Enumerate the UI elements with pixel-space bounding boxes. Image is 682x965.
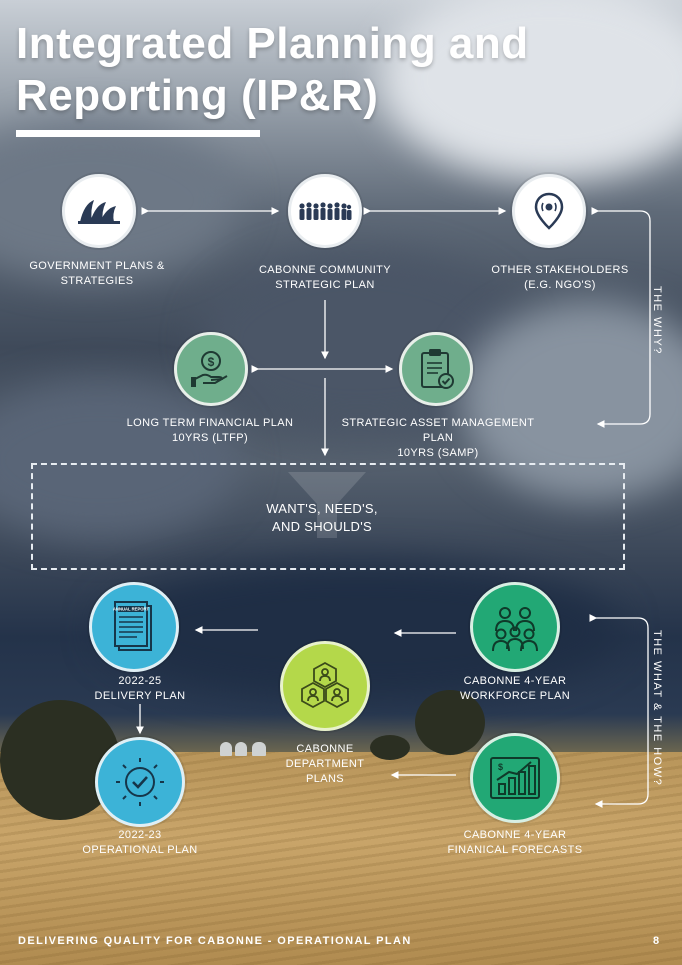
label-line: PLAN — [422, 432, 454, 444]
label-line: PLANS — [305, 773, 345, 785]
operational-plan-label: 2022-23 OPERATIONAL PLAN — [75, 828, 205, 858]
silo — [220, 742, 232, 756]
funnel-box — [31, 463, 625, 570]
delivery-plan-circle: ANNUAL REPORT — [89, 582, 179, 672]
department-plans-label: CABONNE DEPARTMENT PLANS — [265, 742, 385, 787]
workforce-plan-circle — [470, 582, 560, 672]
report-icon-text: ANNUAL REPORT — [113, 607, 150, 612]
svg-text:$: $ — [208, 355, 215, 369]
label-line: GOVERNMENT PLANS & — [29, 260, 165, 272]
label-line: OTHER STAKEHOLDERS — [491, 264, 629, 276]
ltfp-circle: $ — [174, 332, 248, 406]
stakeholders-circle — [512, 174, 586, 248]
label-line: STRATEGIES — [60, 275, 134, 287]
money-hand-icon: $ — [191, 351, 228, 387]
label-line: FINANICAL FORECASTS — [447, 844, 583, 856]
label-line: 10YRS (LTFP) — [171, 432, 249, 444]
label-line: OPERATIONAL PLAN — [82, 844, 198, 856]
tree-right — [415, 690, 485, 755]
community-crowd-icon — [299, 202, 352, 220]
funnel-text: WANT'S, NEED'S, AND SHOULD'S — [232, 500, 412, 536]
department-plans-circle — [280, 641, 370, 731]
label-line: WORKFORCE PLAN — [459, 690, 571, 702]
gear-check-icon — [116, 758, 164, 806]
silo — [252, 742, 266, 756]
clipboard-check-icon — [421, 349, 454, 389]
label-line: STRATEGIC PLAN — [275, 279, 375, 291]
label-line: 2022-23 — [118, 829, 162, 841]
location-pin-icon — [534, 192, 564, 230]
silo — [235, 742, 247, 756]
workforce-team-icon — [492, 607, 538, 652]
footer-text: DELIVERING QUALITY FOR CABONNE - OPERATI… — [18, 935, 412, 947]
workforce-plan-label: CABONNE 4-YEAR WORKFORCE PLAN — [450, 674, 580, 704]
what-how-side-label: THE WHAT & THE HOW? — [651, 630, 663, 787]
tree-small — [370, 735, 410, 760]
label-line: CABONNE 4-YEAR — [463, 829, 567, 841]
delivery-plan-label: 2022-25 DELIVERY PLAN — [80, 674, 200, 704]
label-line: CABONNE 4-YEAR — [463, 675, 567, 687]
growth-chart-icon: $ — [490, 757, 540, 799]
annual-report-icon: ANNUAL REPORT — [113, 601, 152, 651]
page-number: 8 — [653, 935, 660, 947]
label-line: CABONNE — [296, 743, 354, 755]
svg-text:$: $ — [498, 762, 503, 772]
label-line: 10YRS (SAMP) — [397, 447, 479, 459]
why-side-label: THE WHY? — [651, 286, 663, 355]
ltfp-label: LONG TERM FINANCIAL PLAN 10YRS (LTFP) — [120, 416, 300, 446]
department-people-icon — [301, 661, 349, 709]
samp-label: STRATEGIC ASSET MANAGEMENT PLAN 10YRS (S… — [340, 416, 536, 461]
page-title: Integrated Planning and Reporting (IP&R) — [16, 19, 529, 120]
funnel-line: AND SHOULD'S — [272, 519, 372, 534]
label-line: DELIVERY PLAN — [94, 690, 186, 702]
samp-circle — [399, 332, 473, 406]
stakeholders-label: OTHER STAKEHOLDERS (E.G. NGO'S) — [490, 263, 630, 293]
title-underline — [16, 130, 260, 137]
opera-house-icon — [78, 200, 120, 224]
operational-plan-circle — [95, 737, 185, 827]
community-plan-label: CABONNE COMMUNITY STRATEGIC PLAN — [250, 263, 400, 293]
funnel-line: WANT'S, NEED'S, — [266, 501, 378, 516]
label-line: 2022-25 — [118, 675, 162, 687]
financial-forecasts-label: CABONNE 4-YEAR FINANICAL FORECASTS — [445, 828, 585, 858]
label-line: DEPARTMENT — [285, 758, 365, 770]
gov-plans-circle — [62, 174, 136, 248]
sky-cloud — [380, 0, 682, 180]
label-line: LONG TERM FINANCIAL PLAN — [126, 417, 294, 429]
community-plan-circle — [288, 174, 362, 248]
gov-plans-label: GOVERNMENT PLANS & STRATEGIES — [22, 259, 172, 289]
label-line: CABONNE COMMUNITY — [258, 264, 392, 276]
sky-cloud — [0, 380, 240, 540]
label-line: (E.G. NGO'S) — [524, 279, 596, 291]
financial-forecasts-circle: $ — [470, 733, 560, 823]
label-line: STRATEGIC ASSET MANAGEMENT — [341, 417, 535, 429]
